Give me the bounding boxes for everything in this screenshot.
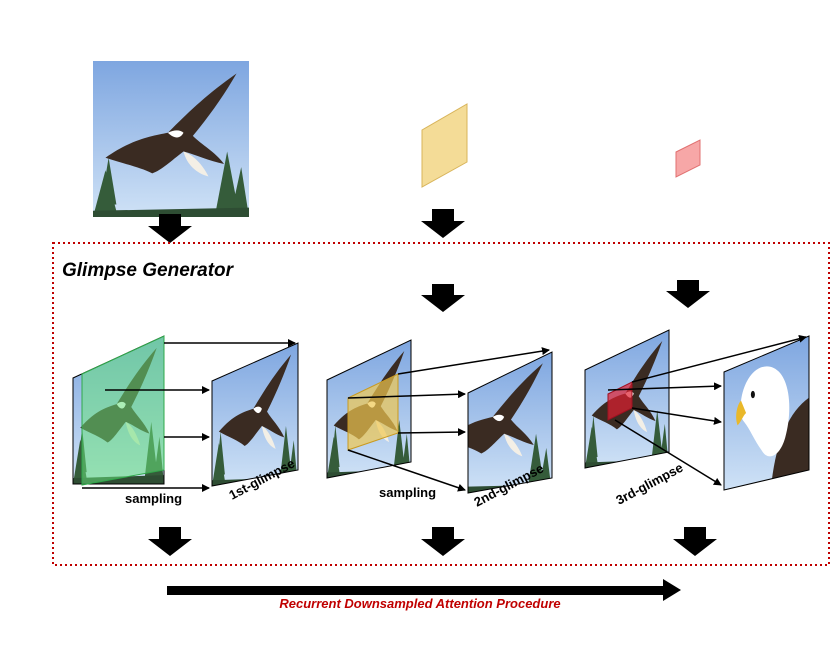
down-arrow-icon [148,214,192,243]
step-3-glimpse-panel [723,335,810,491]
step-2-source-panel [326,339,412,479]
sampling-label-1: sampling [125,491,182,506]
step-1-glimpse-panel [211,342,299,487]
down-arrow-icon [666,280,710,308]
right-arrow-icon [167,579,681,601]
attention-region-3-icon [675,139,701,178]
down-arrow-icon [148,527,192,556]
down-arrow-icon [421,209,465,238]
step-3-source-panel [584,329,670,469]
glimpse-generator-region [52,242,830,566]
down-arrow-icon [421,284,465,312]
glimpse-label-3: 3rd-glimpse [613,460,685,508]
step-1-sampling-arrows [82,339,296,492]
down-arrow-icon [673,527,717,556]
bottom-caption: Recurrent Downsampled Attention Procedur… [279,596,560,611]
input-eagle-photo [93,61,249,217]
step-2-glimpse-panel [467,351,553,494]
glimpse-1-region [81,335,165,486]
down-arrow-icon [421,527,465,556]
step-3-sampling-arrows [607,334,807,486]
attention-region-2-icon [421,103,468,188]
step-2-sampling-arrows [347,347,550,492]
sampling-label-2: sampling [379,485,436,500]
region-title: Glimpse Generator [62,260,235,281]
